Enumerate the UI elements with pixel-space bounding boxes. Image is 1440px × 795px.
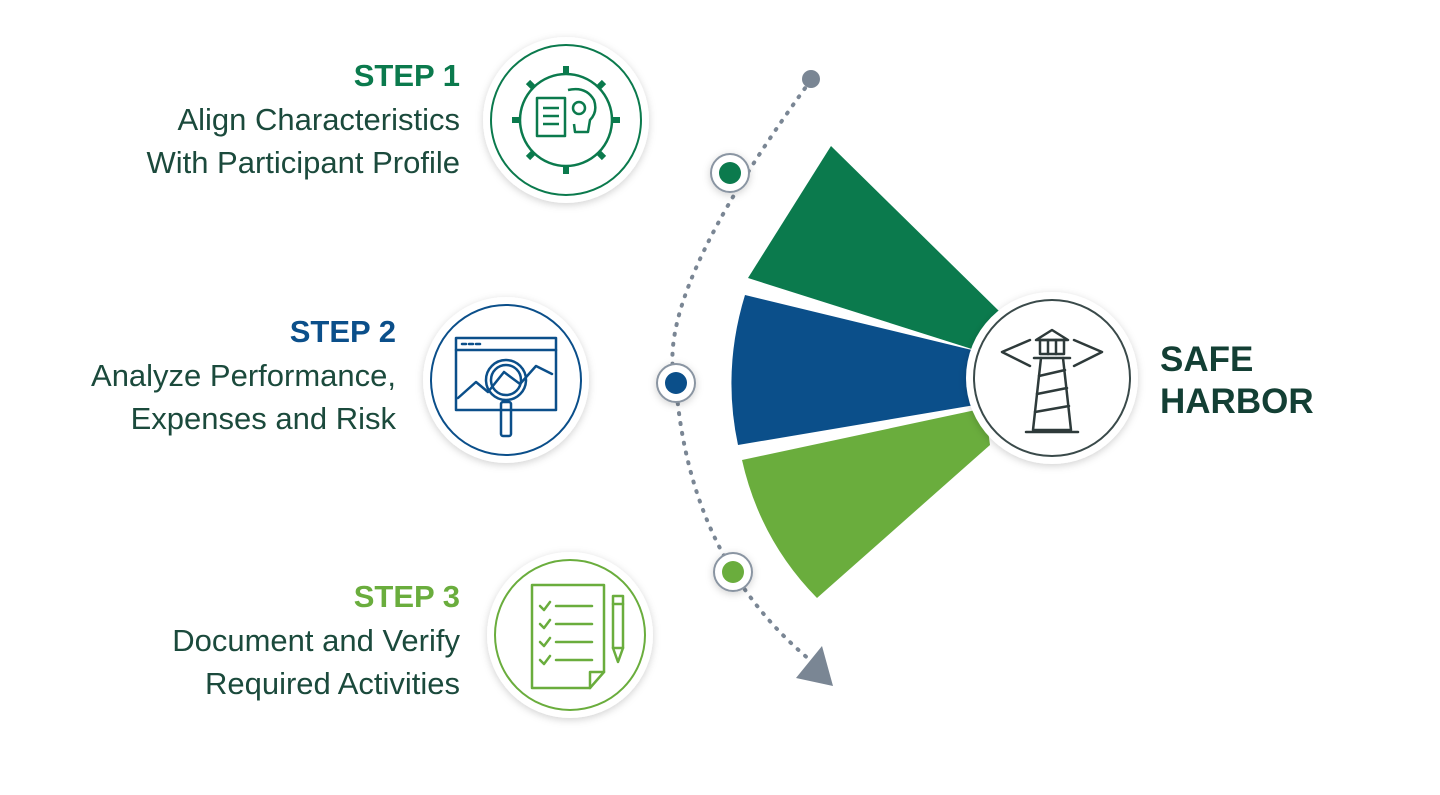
step1-description: Align Characteristics With Participant P… [146,98,460,184]
fan-segment-step1 [748,146,1000,350]
arc-start-dot [802,70,820,88]
arc-arrow-head [796,646,833,686]
step3-title: STEP 3 [353,579,460,614]
step3-marker [713,552,753,592]
safe-harbor-line2: HARBOR [1160,382,1314,421]
step3-desc-line2: Required Activities [204,666,460,701]
step1-marker [710,153,750,193]
step2-text-block: STEP 2 Analyze Performance, Expenses and… [91,314,396,440]
step2-desc-line1: Analyze Performance, [91,358,396,393]
step1-text-block: STEP 1 Align Characteristics With Partic… [146,58,460,184]
step3-text-block: STEP 3 Document and Verify Required Acti… [172,579,460,705]
gear-document-head-icon [483,37,649,203]
step1-desc-line2: With Participant Profile [146,145,460,180]
fan-segment-step3 [742,408,990,598]
step3-desc-line1: Document and Verify [172,623,460,658]
step2-title: STEP 2 [289,314,396,349]
step2-description: Analyze Performance, Expenses and Risk [91,354,396,440]
lighthouse-icon [966,292,1138,464]
safe-harbor-label: SAFE HARBOR [1160,339,1314,423]
step2-marker [656,363,696,403]
fan-segment-step2 [731,295,980,445]
step3-description: Document and Verify Required Activities [172,619,460,705]
step1-title: STEP 1 [353,58,460,93]
step1-desc-line1: Align Characteristics [177,102,460,137]
step2-desc-line2: Expenses and Risk [130,401,396,436]
checklist-pencil-icon [487,552,653,718]
safe-harbor-line1: SAFE [1160,340,1254,379]
magnifier-chart-icon [423,297,589,463]
